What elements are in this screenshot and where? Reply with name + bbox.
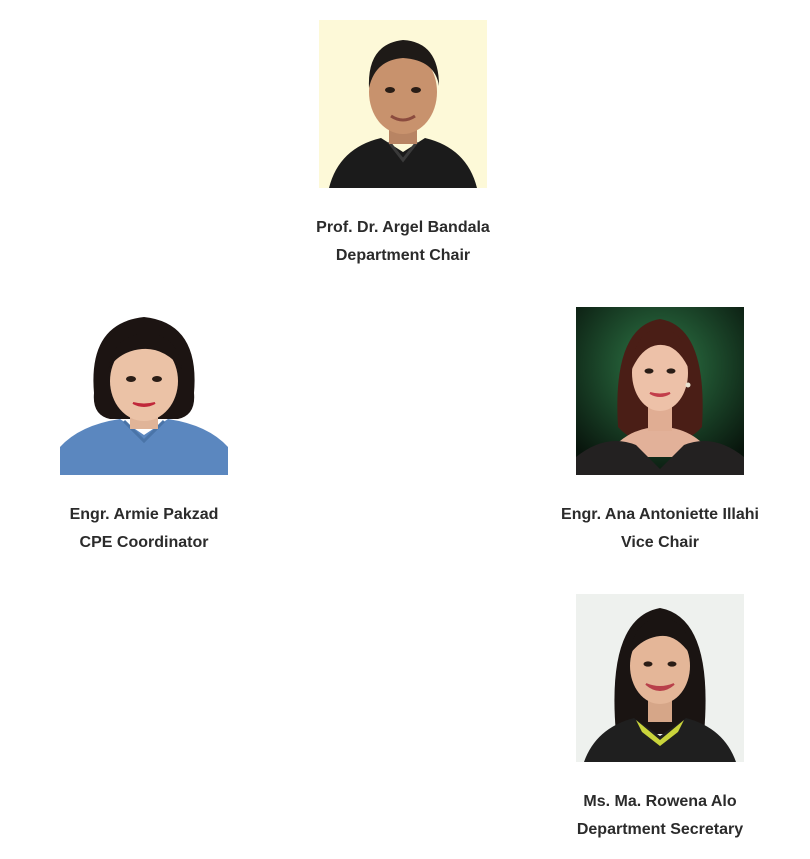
portrait-photo-argel-bandala [319, 20, 487, 188]
member-card-vice-chair: Engr. Ana Antoniette Illahi Vice Chair [500, 307, 810, 557]
member-caption: Prof. Dr. Argel Bandala Department Chair [316, 214, 490, 270]
member-name: Engr. Armie Pakzad [69, 506, 219, 523]
member-title: Vice Chair [621, 534, 699, 551]
member-caption: Engr. Armie Pakzad CPE Coordinator [70, 501, 219, 557]
portrait-photo-ana-antoniette-illahi [576, 307, 744, 475]
member-card-department-chair: Prof. Dr. Argel Bandala Department Chair [243, 20, 563, 270]
member-caption: Ms. Ma. Rowena Alo Department Secretary [577, 788, 743, 844]
member-name: Prof. Dr. Argel Bandala [316, 219, 490, 236]
member-caption: Engr. Ana Antoniette Illahi Vice Chair [561, 501, 759, 557]
member-name: Engr. Ana Antoniette Illahi [561, 506, 759, 523]
member-title: Department Secretary [576, 821, 744, 838]
member-title: CPE Coordinator [79, 534, 209, 551]
member-title: Department Chair [335, 247, 471, 264]
member-card-cpe-coordinator: Engr. Armie Pakzad CPE Coordinator [0, 307, 304, 557]
member-name: Ms. Ma. Rowena Alo [583, 793, 737, 810]
member-card-department-secretary: Ms. Ma. Rowena Alo Department Secretary [500, 594, 810, 844]
portrait-photo-armie-pakzad [60, 307, 228, 475]
portrait-photo-ma-rowena-alo [576, 594, 744, 762]
